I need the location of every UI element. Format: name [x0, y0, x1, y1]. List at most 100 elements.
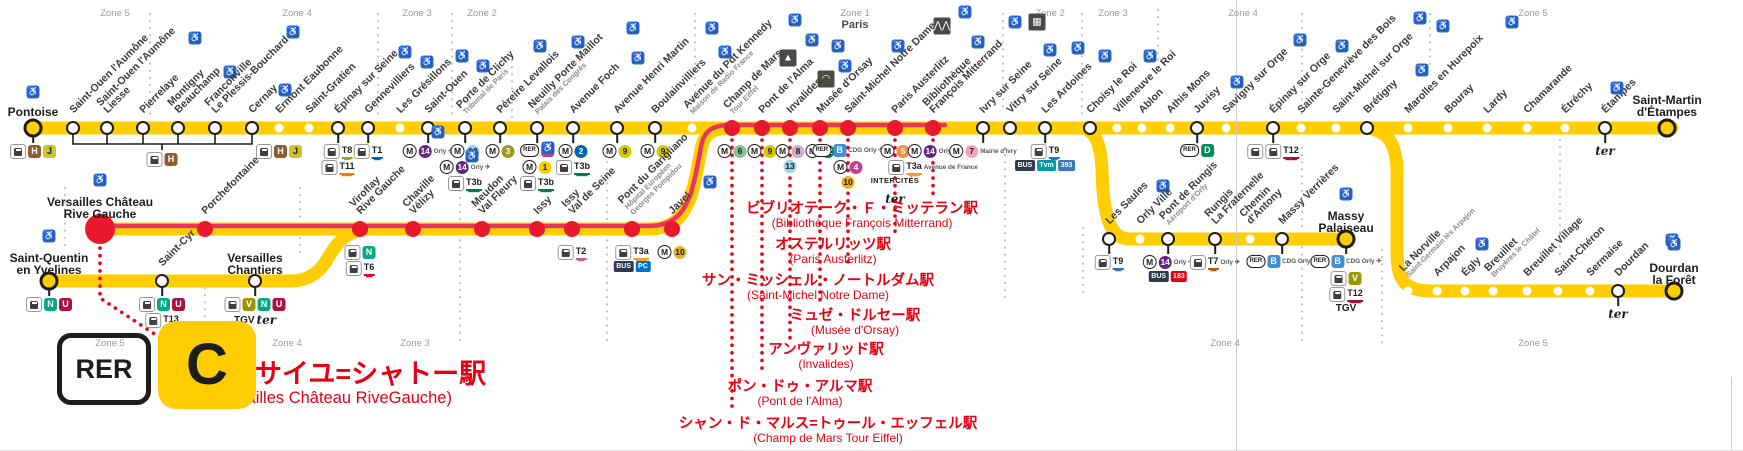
tram-icon	[321, 160, 338, 175]
accessibility-icon: ♿	[420, 55, 434, 69]
station-avenue-foch	[566, 121, 580, 135]
accessibility-icon: ♿	[1143, 49, 1157, 63]
station-invalides	[782, 120, 798, 136]
transilien-u-badge: U	[172, 298, 185, 311]
accessibility-icon: ♿	[1335, 39, 1349, 53]
metro-icon: M	[439, 160, 454, 174]
zone-label: Zone 2	[467, 8, 497, 19]
transilien-train-icon	[1247, 144, 1264, 159]
metro-line-14-badge: 14	[418, 144, 432, 158]
accessibility-icon: ♿	[1071, 41, 1085, 55]
station-connections-dourdan: ter	[1608, 307, 1628, 321]
metro-icon: M	[775, 144, 790, 158]
tram-icon	[519, 176, 536, 191]
station-stem	[427, 135, 429, 143]
tram-t1-badge: T1	[371, 145, 383, 159]
station-rungis-la-fraternelle	[1208, 232, 1222, 246]
station-choisy-le-roi	[1083, 121, 1097, 135]
transilien-train-icon	[256, 144, 272, 159]
zone-label: Zone 3	[400, 338, 430, 349]
accessibility-icon: ♿	[1505, 15, 1519, 29]
station-les-gresillons	[395, 123, 405, 133]
rer-d-badge: D	[1200, 144, 1214, 157]
accessibility-icon: ♿	[455, 49, 469, 63]
line-c-badge: C	[158, 321, 256, 409]
station-connections-neuilly-porte-maillot: T3b	[519, 176, 555, 191]
tgv-label: TGV	[1335, 303, 1357, 314]
station-connections-paris-austerlitz: INTERCITÉS	[871, 176, 920, 185]
station-saint-michel-sur-orge	[1331, 123, 1341, 133]
station-stem	[572, 135, 574, 143]
transilien-train-icon	[139, 297, 155, 312]
station-connections-pont-du-garigliano: T3a	[615, 245, 649, 260]
station-saint-gratien	[304, 123, 314, 133]
metro-icon: M	[657, 245, 672, 259]
zone-label: Zone 3	[1098, 8, 1128, 19]
tram-t3b-badge: T3b	[465, 177, 483, 191]
station-stem	[1272, 135, 1274, 143]
annotation-japanese: オステルリッツ駅	[775, 237, 891, 253]
station-stem	[1617, 298, 1619, 306]
station-connections-avenue-foch: T3b	[555, 160, 591, 175]
annotation-pont-de-l-alma: ポン・ドゥ・アルマ駅(Pont de l'Alma)	[728, 379, 873, 408]
station-connections-massy-palaiseau: TGV	[1336, 303, 1357, 314]
annotation-bibliotheque-francois-mitterrand: ビブリオテーク・Ｆ・ミッテラン駅(Bibliothèque François M…	[746, 201, 978, 230]
connection-note: CDG Orly ✈	[848, 147, 884, 154]
station-athis-mons	[1165, 123, 1175, 133]
station-connections-porte-de-clichy: T3b	[447, 176, 483, 191]
accessibility-icon: ♿	[626, 21, 640, 35]
rer-b-badge: B	[833, 144, 847, 157]
station-musee-d-orsay	[812, 120, 828, 136]
accessibility-icon: ♿	[1436, 19, 1450, 33]
connection-note: Orly ✈	[470, 163, 491, 171]
tram-icon	[1189, 255, 1206, 270]
bus-183-badge: 183	[1170, 271, 1188, 282]
metro-icon: M	[485, 144, 500, 158]
station-issy	[529, 221, 545, 237]
accessibility-icon: ♿	[476, 59, 490, 73]
tram-t12-badge: T12	[1347, 288, 1363, 302]
station-villeneuve-le-roi	[1112, 123, 1122, 133]
station-savigny-sur-orge	[1221, 123, 1231, 133]
intercites-label: INTERCITÉS	[870, 176, 920, 185]
metro-line-14-badge: 14	[923, 144, 937, 158]
station-la-norville	[1403, 286, 1413, 296]
tram-t12-badge: T12	[1283, 145, 1299, 159]
tram-t2-badge: T2	[575, 246, 587, 260]
metro-line-14-badge: 14	[455, 160, 469, 174]
metro-line-1-badge: 1	[538, 160, 552, 174]
station-epinay-sur-seine	[331, 121, 345, 135]
ter-label: ter	[1608, 307, 1628, 321]
station-epinay-sur-orge	[1266, 121, 1280, 135]
tram-t11-badge: T11	[339, 161, 355, 175]
station-sainte-genevieve-des-bois	[1296, 123, 1306, 133]
connection-note: Orly ✈	[433, 147, 454, 155]
station-chaville-velizy	[405, 221, 421, 237]
metro-line-10-badge: 10	[841, 176, 855, 189]
annotation-latin: (Invalides)	[798, 357, 854, 371]
zone-label: Zone 5	[1518, 338, 1548, 349]
zone-label: Zone 2	[1035, 8, 1065, 19]
tram-t7-badge: T7	[1207, 256, 1219, 270]
transilien-j-badge: J	[289, 145, 302, 158]
transilien-train-icon	[10, 144, 26, 159]
station-champ-de-mars	[724, 120, 740, 136]
station-franconville-le-plessis-bouchard	[208, 121, 222, 135]
annotation-latin: (Paris Austerlitz)	[789, 252, 877, 266]
accessibility-icon: ♿	[1230, 75, 1244, 89]
station-pereire-levallois	[493, 121, 507, 135]
transilien-n-badge: N	[44, 298, 57, 311]
tram-icon	[353, 144, 370, 159]
station-ivry-sur-seine	[976, 121, 990, 135]
annotation-invalides: アンヴァリッド駅(Invalides)	[768, 342, 883, 371]
rer-icon: RER	[1310, 255, 1330, 268]
station-saint-ouen-l-aumone-liesse	[100, 121, 114, 135]
